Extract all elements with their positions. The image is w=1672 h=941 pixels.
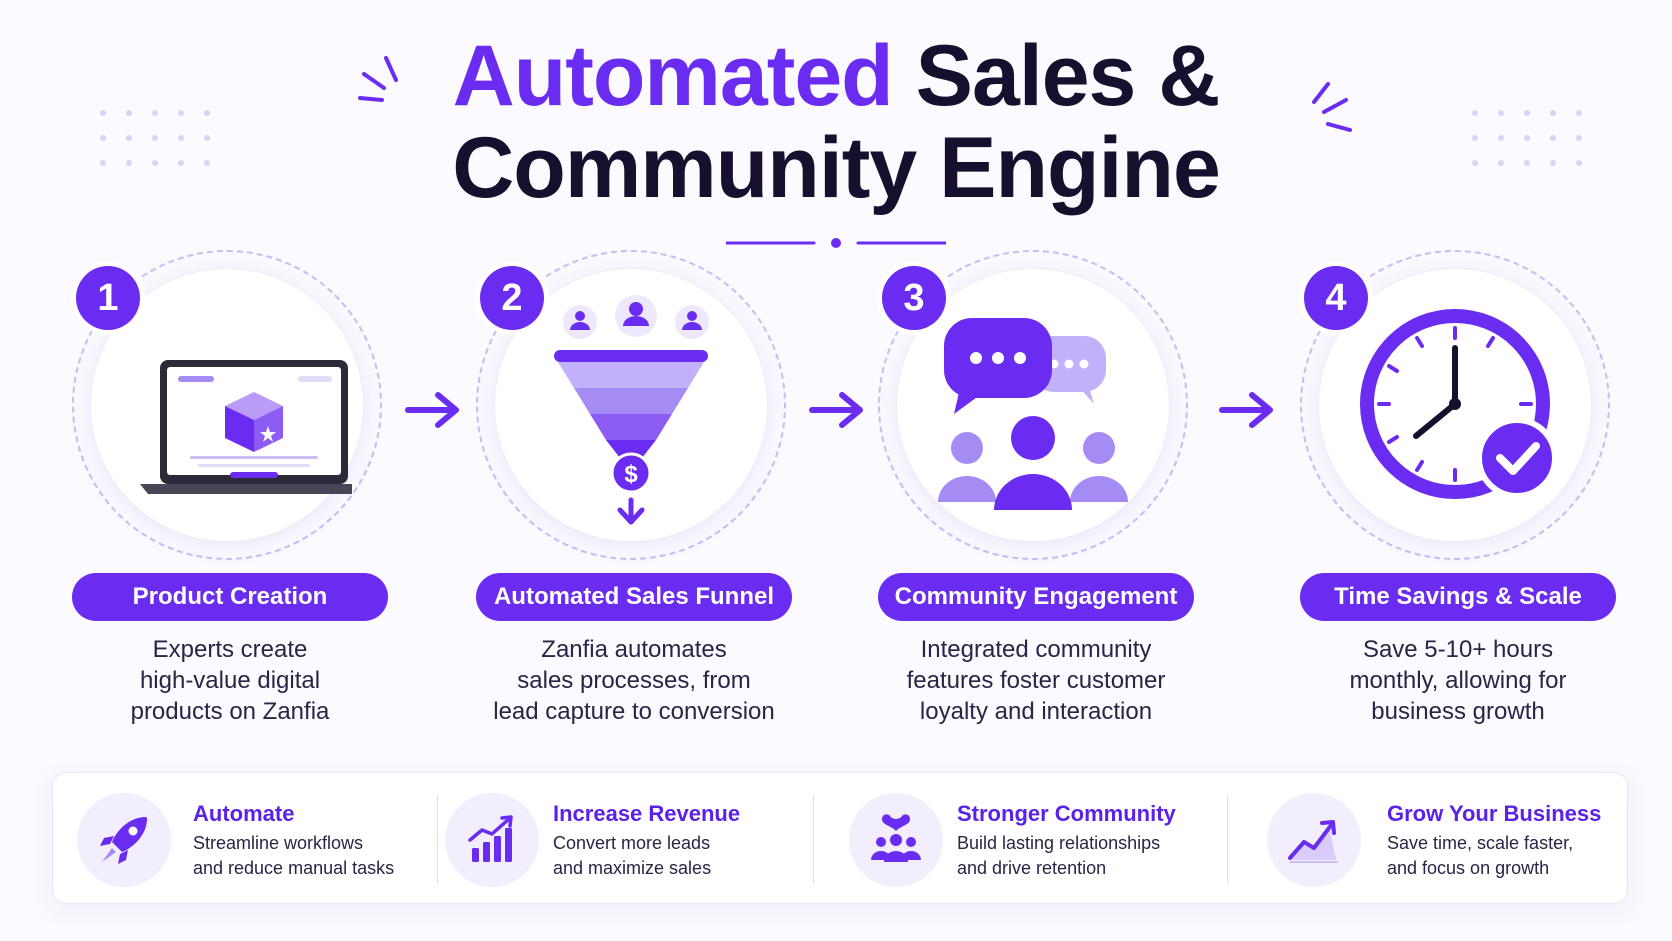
- arrow-right-icon: [1219, 392, 1273, 428]
- step-description-line: products on Zanfia: [130, 698, 330, 725]
- clock-check-icon: [1360, 309, 1558, 499]
- step-circle-outline: [476, 250, 786, 560]
- benefit-text-line: Save time, scale faster,: [1387, 833, 1574, 853]
- step-circle-outline: [72, 250, 382, 560]
- benefit-text: Convert more leads and maximize sales: [553, 831, 711, 881]
- step-description: Experts create high-value digital produc…: [72, 634, 388, 727]
- step-description-line: sales processes, from: [517, 667, 751, 694]
- step-number-badge: 3: [882, 266, 946, 330]
- step-number-badge: 1: [76, 266, 140, 330]
- title-divider: [726, 238, 946, 248]
- step-community-engagement: 3 Community Engagement Integrated commun…: [878, 250, 1208, 730]
- benefit-title: Stronger Community: [957, 801, 1176, 826]
- benefit-grow-your-business: Grow Your Business Save time, scale fast…: [1267, 773, 1617, 905]
- benefit-icon-wrap: [1267, 793, 1361, 887]
- benefits-bar: Automate Streamline workflows and reduce…: [52, 772, 1628, 904]
- benefit-title: Grow Your Business: [1387, 801, 1602, 826]
- benefit-text-line: and focus on growth: [1387, 858, 1550, 878]
- benefit-text-line: Build lasting relationships: [957, 833, 1161, 853]
- benefit-text: Build lasting relationships and drive re…: [957, 831, 1160, 881]
- arrow-right-icon: [809, 392, 863, 428]
- title-rest-line-1: Sales &: [915, 28, 1221, 124]
- benefit-icon-wrap: [445, 793, 539, 887]
- benefit-text-line: and maximize sales: [553, 858, 712, 878]
- benefit-title: Automate: [193, 801, 295, 826]
- step-description-line: lead capture to conversion: [493, 698, 775, 725]
- bar-growth-icon: [468, 815, 513, 862]
- step-description: Zanfia automates sales processes, from l…: [476, 634, 792, 727]
- step-number-badge: 4: [1304, 266, 1368, 330]
- sparkle-left-icon: [358, 56, 398, 102]
- rocket-icon: [100, 816, 148, 864]
- step-product-creation: 1 Product Creation Experts create high-v…: [72, 250, 402, 730]
- title-line-2: Community Engine: [452, 120, 1221, 216]
- benefit-icon-wrap: [849, 793, 943, 887]
- step-description: Save 5-10+ hours monthly, allowing for b…: [1300, 634, 1616, 727]
- title-line-1: Automated Sales &: [0, 30, 1672, 122]
- dot-grid-left: [100, 110, 210, 166]
- step-time-savings-scale: 4 Time Savings & Scale Save 5-10+ hours …: [1300, 250, 1630, 730]
- step-description-line: Experts create: [152, 636, 308, 663]
- step-automated-sales-funnel: $ 2 Automated Sales Funnel Zanfia automa…: [476, 250, 806, 730]
- step-title-pill: Community Engagement: [878, 573, 1194, 621]
- benefit-text-line: Streamline workflows: [193, 833, 364, 853]
- benefit-separator: [813, 795, 814, 883]
- benefit-increase-revenue: Increase Revenue Convert more leads and …: [445, 773, 785, 905]
- benefit-text: Save time, scale faster, and focus on gr…: [1387, 831, 1573, 881]
- step-description-line: Zanfia automates: [541, 636, 727, 663]
- step-circle-outline: [878, 250, 1188, 560]
- community-chat-icon: [938, 318, 1128, 510]
- benefit-text: Streamline workflows and reduce manual t…: [193, 831, 394, 881]
- trend-up-icon: [1288, 820, 1338, 863]
- step-title-pill: Automated Sales Funnel: [476, 573, 792, 621]
- step-title-pill: Product Creation: [72, 573, 388, 621]
- page-title: Automated Sales & Community Engine: [0, 30, 1672, 214]
- benefit-stronger-community: Stronger Community Build lasting relatio…: [849, 773, 1209, 905]
- step-description: Integrated community features foster cus…: [878, 634, 1194, 727]
- sales-funnel-icon: $: [554, 295, 709, 525]
- dot-grid-right: [1472, 110, 1582, 166]
- benefit-title: Increase Revenue: [553, 801, 741, 826]
- step-description-line: Integrated community: [920, 636, 1152, 663]
- heart-people-icon: [871, 814, 921, 862]
- benefit-separator: [1227, 795, 1228, 883]
- dollar-sign: $: [624, 461, 638, 488]
- step-description-line: high-value digital: [139, 667, 321, 694]
- arrow-right-icon: [405, 392, 459, 428]
- step-circle-outline: [1300, 250, 1610, 560]
- step-description-line: monthly, allowing for: [1349, 667, 1567, 694]
- step-number-badge: 2: [480, 266, 544, 330]
- step-description-line: loyalty and interaction: [919, 698, 1153, 725]
- benefit-text-line: and drive retention: [957, 858, 1107, 878]
- step-title-pill: Time Savings & Scale: [1300, 573, 1616, 621]
- step-description-line: business growth: [1371, 698, 1545, 725]
- title-accent: Automated: [452, 28, 894, 124]
- step-description-line: features foster customer: [906, 667, 1166, 694]
- step-description-line: Save 5-10+ hours: [1362, 636, 1554, 663]
- benefit-text-line: Convert more leads: [553, 833, 711, 853]
- sparkle-right-icon: [1312, 82, 1352, 132]
- benefit-automate: Automate Streamline workflows and reduce…: [77, 773, 437, 905]
- benefit-icon-wrap: [77, 793, 171, 887]
- benefit-separator: [437, 795, 438, 883]
- laptop-product-icon: [140, 360, 352, 494]
- benefit-text-line: and reduce manual tasks: [193, 858, 395, 878]
